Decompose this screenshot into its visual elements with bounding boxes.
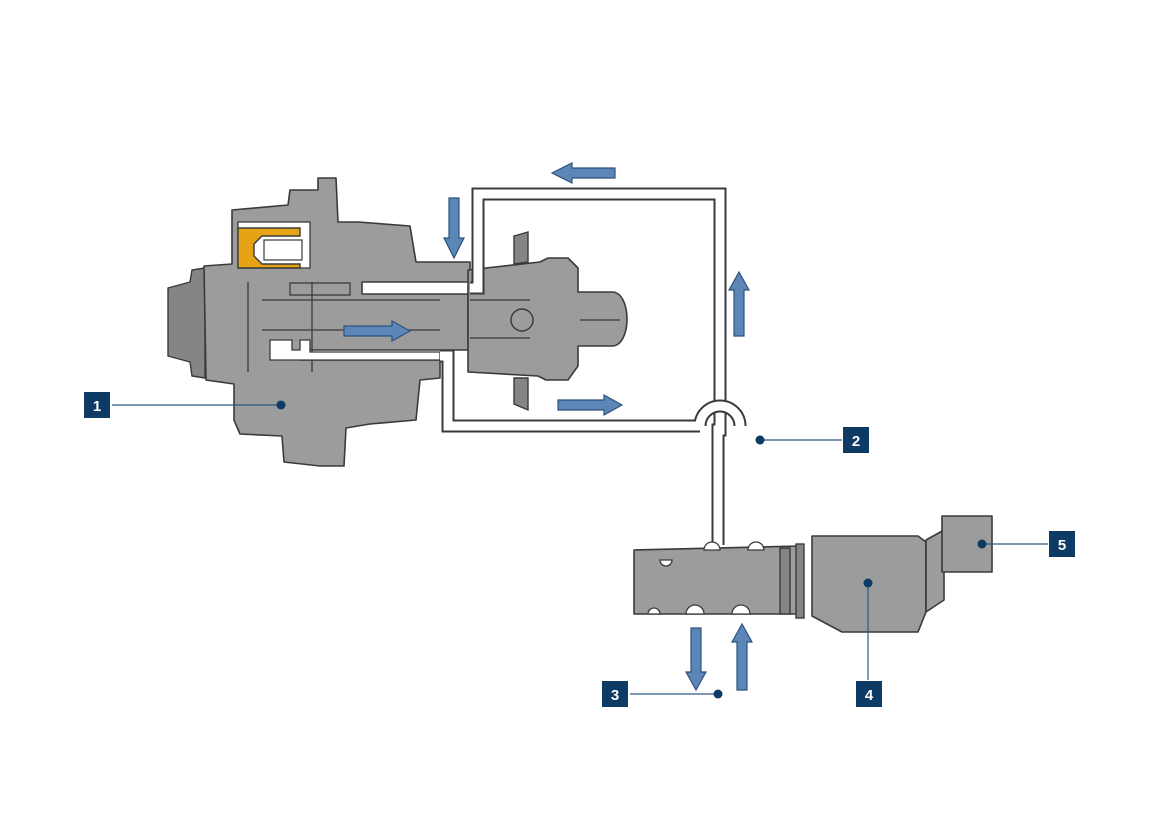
arrow-left-top: [550, 162, 616, 184]
oil-lines: [440, 187, 747, 545]
adjuster-hub: [167, 267, 206, 379]
callout-3-dot: [713, 689, 723, 699]
callout-4-label: 4: [865, 687, 874, 704]
callout-5-label: 5: [1058, 537, 1066, 554]
valve-port-left: [659, 559, 673, 567]
solenoid-valve: [633, 515, 993, 633]
callout-1-label: 1: [93, 398, 101, 415]
callout-2-dot: [755, 435, 765, 445]
valve-rib: [795, 543, 805, 619]
shaft-slot: [289, 282, 351, 296]
rotor-ball: [510, 308, 534, 332]
valve-rib: [779, 547, 791, 615]
callout-5-box: [1049, 531, 1075, 557]
callout-1-box: [84, 392, 110, 418]
lower-oil-line: [440, 351, 700, 431]
callout-3-label: 3: [611, 687, 619, 704]
valve-body: [633, 545, 801, 615]
flow-arrows: [343, 162, 754, 692]
callout-4-dot: [863, 578, 873, 588]
lower-channel: [269, 339, 441, 361]
rotor-lines: [470, 299, 620, 339]
camshaft-adjuster: [167, 177, 471, 467]
upper-oil-line: [470, 189, 725, 545]
arrow-right-lower: [557, 393, 624, 417]
arrow-up-right: [727, 270, 751, 337]
crossover: [695, 401, 745, 427]
adjuster-housing: [203, 177, 471, 467]
callout-2-box: [843, 427, 869, 453]
solenoid-connector-neck: [925, 529, 945, 613]
valve-bottom-ports: [647, 604, 751, 615]
arrow-up-supply: [730, 622, 754, 691]
arrow-right-inner: [343, 319, 412, 343]
callouts: 1 2 3 4 5: [84, 392, 1075, 707]
callout-5-dot: [977, 539, 987, 549]
callout-4-box: [856, 681, 882, 707]
camshaft-rotor: [467, 257, 628, 381]
camshaft: [467, 231, 628, 412]
arrow-down-inlet: [443, 197, 465, 260]
locking-piston: [237, 227, 301, 269]
callout-1-dot: [276, 400, 286, 410]
callout-3-box: [602, 681, 628, 707]
camshaft-flange: [513, 231, 529, 412]
arrow-down-drain: [684, 627, 708, 692]
piston-spring: [263, 239, 303, 261]
housing-lines: [247, 282, 440, 372]
callout-2-label: 2: [852, 433, 860, 450]
valve-top-ports: [703, 541, 765, 551]
